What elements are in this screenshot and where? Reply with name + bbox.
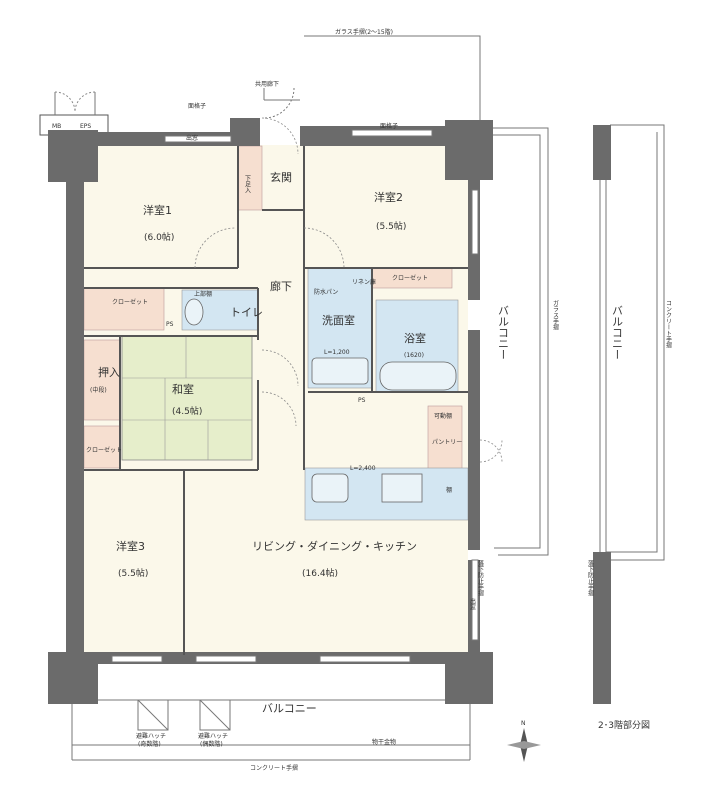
partitions bbox=[84, 146, 468, 655]
ps2-label: PS bbox=[358, 397, 366, 404]
vanity-length: L=1,200 bbox=[324, 349, 350, 356]
room2-size: (5.5帖) bbox=[376, 220, 406, 232]
hallway-label: 廊下 bbox=[270, 279, 292, 293]
oshiire-area bbox=[83, 339, 121, 421]
kitchen-sink bbox=[311, 473, 349, 503]
washitsu-area bbox=[121, 335, 253, 461]
shared-corridor-label: 共用廊下 bbox=[255, 80, 279, 88]
door-swings bbox=[194, 117, 503, 463]
room3-size: (5.5帖) bbox=[118, 567, 148, 579]
room3-label: 洋室3 bbox=[116, 539, 145, 553]
washitsu-label: 和室 bbox=[172, 382, 194, 396]
window-right-label: 出窓 bbox=[469, 597, 476, 610]
tatami-lines bbox=[122, 336, 252, 460]
hatch-odd-label: 避難ハッチ bbox=[136, 732, 166, 740]
washroom-label: 洗面室 bbox=[322, 313, 355, 327]
linen-label: リネン庫 bbox=[352, 278, 376, 286]
balcony-bottom-label: バルコニー bbox=[262, 702, 317, 715]
ldk-label: リビング・ダイニング・キッチン bbox=[252, 539, 417, 553]
room1-label: 洋室1 bbox=[143, 203, 172, 217]
upper-shelf-label: 上部棚 bbox=[194, 290, 212, 298]
drying-hardware-label: 物干金物 bbox=[372, 738, 396, 746]
lattice-left-label: 面格子 bbox=[188, 102, 206, 110]
closet1-label: クローゼット bbox=[112, 298, 148, 306]
concrete-railing-bottom-label: コンクリート手摺 bbox=[250, 764, 298, 772]
hatch-even-label: 避難ハッチ bbox=[198, 732, 228, 740]
fixtures bbox=[184, 298, 457, 503]
shoe-storage-label: 下足入 bbox=[244, 175, 251, 193]
closet1-area bbox=[83, 287, 165, 331]
closet2-label: クローゼット bbox=[392, 274, 428, 282]
hatches bbox=[137, 699, 231, 731]
compass-n: N bbox=[521, 720, 526, 727]
waterproof-pan-label: 防水パン bbox=[314, 288, 338, 296]
outer-lines bbox=[71, 35, 665, 761]
glass-railing-label: ガラス手摺(2～15階) bbox=[335, 28, 393, 36]
kitchen-length: L=2,400 bbox=[350, 465, 376, 472]
balcony-far-label: バルコニー bbox=[611, 305, 624, 360]
labels: ガラス手摺(2～15階) 共用廊下 面格子 面格子 出窓 下足入 玄関 洋室1 … bbox=[86, 28, 672, 772]
washitsu-size: (4.5帖) bbox=[172, 405, 202, 417]
window-top-label: 出窓 bbox=[186, 134, 198, 142]
bathtub bbox=[379, 361, 457, 391]
shelf-label: 棚 bbox=[446, 486, 452, 494]
stove bbox=[381, 473, 423, 503]
shoe-storage-area bbox=[237, 145, 263, 211]
pantry-label: パントリー bbox=[432, 439, 462, 446]
vanity-sink bbox=[311, 357, 369, 385]
bath-label: 浴室 bbox=[404, 331, 426, 345]
bath-size: (1620) bbox=[404, 352, 424, 359]
ldk-size: (16.4帖) bbox=[302, 567, 338, 579]
eps-label: EPS bbox=[80, 123, 91, 130]
lattice-right-label: 面格子 bbox=[380, 122, 398, 130]
mb-eps-box: MB EPS bbox=[39, 91, 109, 136]
chudan-label: (中段) bbox=[90, 386, 107, 394]
room2-label: 洋室2 bbox=[374, 190, 403, 204]
concrete-railing-v-label: コンクリート手摺 bbox=[665, 300, 672, 349]
walls bbox=[48, 118, 611, 704]
closet3-label: クローゼット bbox=[86, 446, 122, 454]
mb-label: MB bbox=[52, 123, 61, 130]
glass-railing-v-label: ガラス手摺 bbox=[552, 299, 559, 331]
entrance-label: 玄関 bbox=[270, 170, 292, 184]
balcony-right-label: バルコニー bbox=[497, 305, 510, 360]
ps1-label: PS bbox=[166, 321, 174, 328]
fall-prevention2-label: 落下防止手摺 bbox=[587, 559, 594, 597]
floor-note: 2･3階部分図 bbox=[598, 719, 650, 731]
movable-shelf-label: 可動棚 bbox=[434, 412, 452, 420]
compass bbox=[507, 728, 541, 762]
toilet-bowl bbox=[184, 298, 204, 326]
oshiire-label: 押入 bbox=[98, 365, 120, 379]
windows bbox=[111, 129, 479, 663]
hatch-odd-note: (奇数階) bbox=[138, 740, 161, 748]
toilet-label: トイレ bbox=[230, 306, 263, 319]
fall-prevention1-label: 落下防止手摺 bbox=[477, 559, 484, 597]
room1-size: (6.0帖) bbox=[144, 231, 174, 243]
hatch-even-note: (偶数階) bbox=[200, 740, 223, 748]
